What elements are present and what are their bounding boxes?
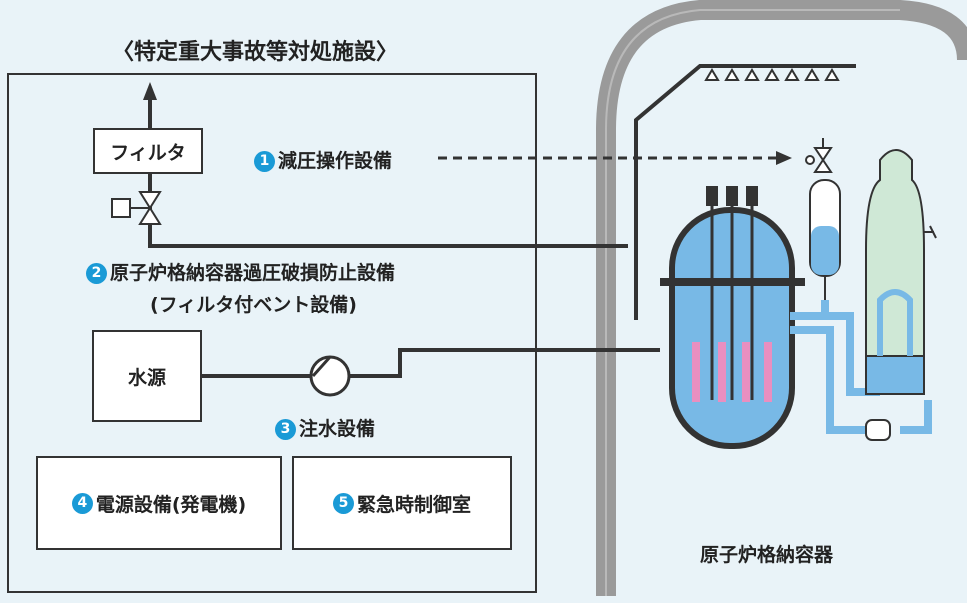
water-source-label: 水源: [127, 366, 166, 389]
item-2-number: 2: [86, 263, 107, 284]
containment-vessel-inner: [605, 9, 900, 596]
relief-valve: [805, 138, 833, 173]
facility-frame: [7, 73, 537, 593]
item-2-sublabel: (フィルタ付ベント設備): [150, 294, 357, 316]
containment-label: 原子炉格納容器: [700, 544, 834, 566]
injection-line: [200, 348, 660, 378]
item-3-number: 3: [275, 419, 296, 440]
item-4-number: 4: [71, 492, 93, 514]
water-source-box: 水源: [92, 330, 202, 422]
spray-nozzles: [704, 68, 840, 81]
item-4-label: 電源設備(発電機): [95, 493, 247, 516]
coolant-pump: [865, 419, 891, 441]
item-1-number: 1: [254, 151, 275, 172]
fuel-assemblies: [692, 342, 772, 402]
vent-line: [148, 172, 628, 248]
spray-pipe: [634, 64, 856, 320]
filter-box: フィルタ: [93, 128, 203, 174]
filter-label: フィルタ: [110, 141, 186, 164]
facility-title: 〈特定重大事故等対処施設〉: [112, 40, 399, 65]
vent-valve: [111, 191, 162, 225]
item-5-number: 5: [332, 492, 354, 514]
control-rod-drives: [706, 186, 758, 206]
control-rods: [710, 190, 754, 400]
pump-symbol: [309, 355, 351, 397]
item-5-label: 緊急時制御室: [356, 493, 471, 516]
vent-arrow: [143, 82, 157, 100]
